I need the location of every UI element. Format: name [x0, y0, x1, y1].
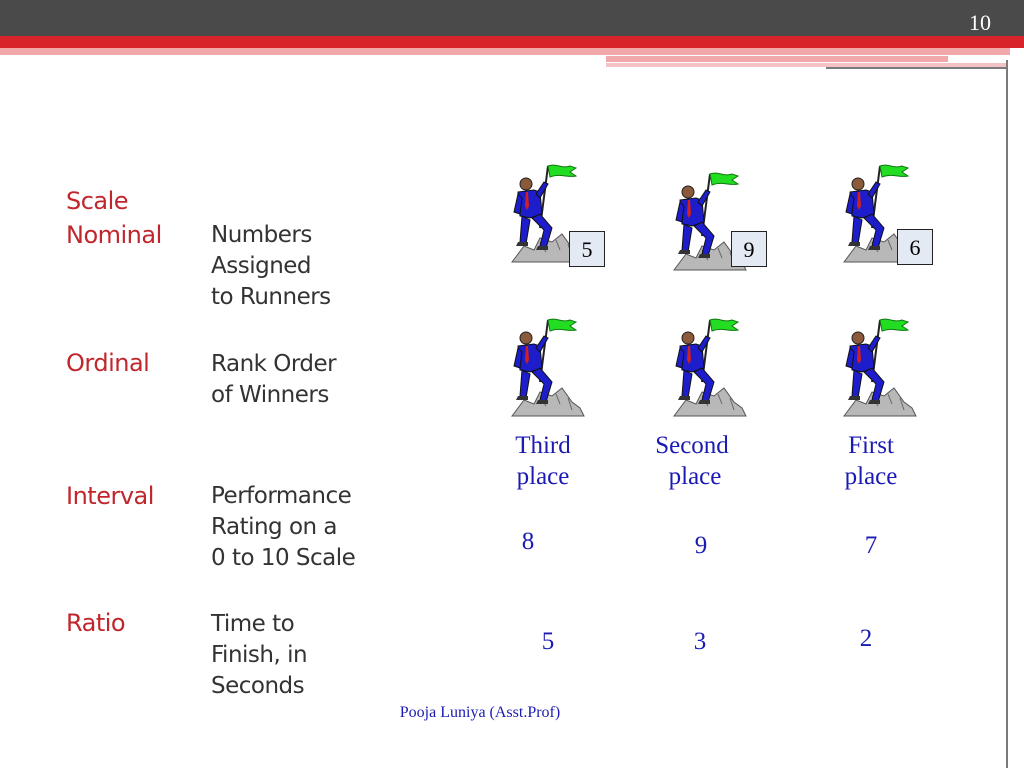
- desc-line: Assigned: [211, 253, 312, 279]
- desc-line: Rank Order: [211, 351, 337, 377]
- desc-ratio: Time to Finish, in Seconds: [211, 609, 308, 702]
- header-pink-stripe-thin: [606, 63, 1006, 67]
- place-line: place: [668, 463, 722, 490]
- ratio-value: 3: [693, 628, 707, 655]
- slide-footer: Pooja Luniya (Asst.Prof): [399, 704, 561, 721]
- place-line: place: [516, 463, 570, 490]
- desc-line: Numbers: [211, 222, 312, 248]
- place-line: First: [848, 432, 894, 459]
- place-line: Third: [515, 432, 571, 459]
- place-line: Second: [655, 432, 729, 459]
- interval-value: 8: [521, 528, 535, 555]
- header-pink-stripe-short: [606, 56, 948, 62]
- term-nominal: Nominal: [66, 221, 162, 249]
- term-interval: Interval: [66, 482, 154, 510]
- page-number: 10: [969, 10, 991, 35]
- header-bar: [0, 0, 1024, 36]
- interval-value: 9: [694, 532, 708, 559]
- desc-line: Performance: [211, 483, 352, 509]
- runner-number-box: 9: [731, 231, 767, 267]
- place-label-second: Second place: [632, 430, 752, 492]
- desc-line: Finish, in: [211, 642, 308, 668]
- place-label-first: First place: [811, 430, 931, 492]
- term-ratio: Ratio: [66, 609, 126, 637]
- desc-line: of Winners: [211, 382, 329, 408]
- header-red-stripe: [0, 36, 1024, 48]
- slide-border-top: [826, 67, 1008, 69]
- slide-border-right: [1006, 60, 1008, 768]
- ratio-value: 2: [859, 625, 873, 652]
- term-scale: Scale: [66, 187, 129, 215]
- ratio-value: 5: [541, 628, 555, 655]
- desc-line: Time to: [211, 611, 295, 637]
- desc-line: to Runners: [211, 284, 331, 310]
- desc-line: 0 to 10 Scale: [211, 545, 356, 571]
- climber-with-flag-icon: [843, 318, 917, 417]
- term-ordinal: Ordinal: [66, 349, 150, 377]
- place-label-third: Third place: [483, 430, 603, 492]
- desc-line: Rating on a: [211, 514, 338, 540]
- desc-interval: Performance Rating on a 0 to 10 Scale: [211, 481, 356, 574]
- desc-ordinal: Rank Order of Winners: [211, 349, 337, 411]
- climber-with-flag-icon: [511, 318, 585, 417]
- header-pink-stripe: [0, 48, 1010, 55]
- desc-nominal: Numbers Assigned to Runners: [211, 220, 331, 313]
- desc-line: Seconds: [211, 673, 305, 699]
- runner-number-box: 5: [569, 231, 605, 267]
- place-line: place: [844, 463, 898, 490]
- climber-with-flag-icon: [673, 318, 747, 417]
- interval-value: 7: [864, 532, 878, 559]
- runner-number-box: 6: [897, 229, 933, 265]
